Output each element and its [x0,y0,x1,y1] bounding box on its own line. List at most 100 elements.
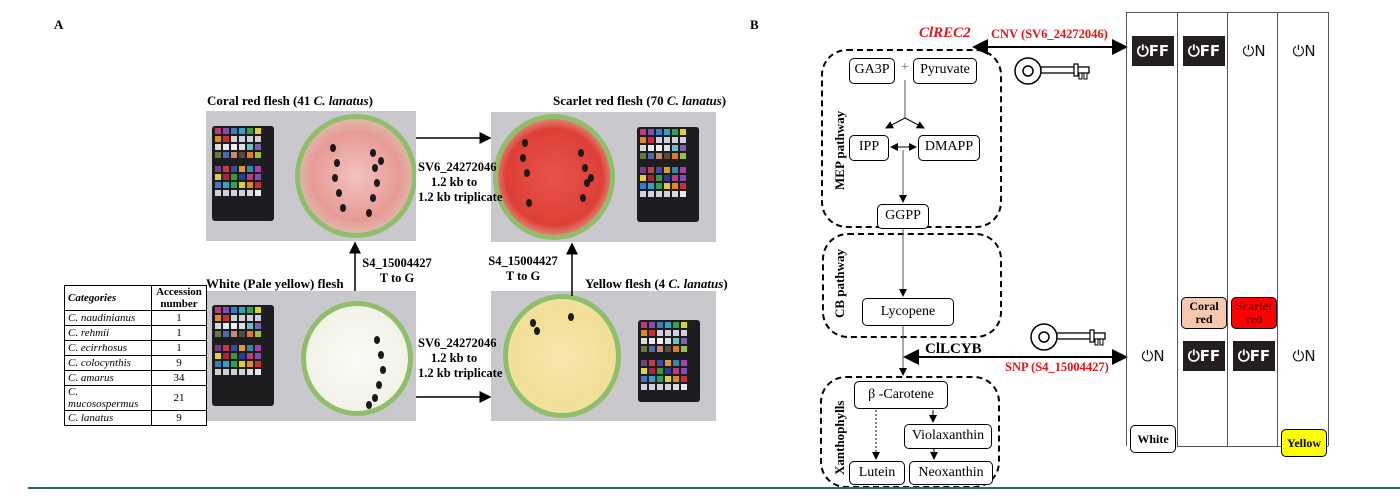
color-swatch [247,128,253,134]
color-swatch [681,360,687,366]
color-swatch [657,330,663,336]
seed [374,336,380,344]
color-swatch [247,345,253,351]
color-swatch [223,190,229,196]
color-swatch [649,322,655,328]
color-swatch [215,174,221,180]
swatch-row [641,338,697,344]
phenotype-badge-white: White [1130,425,1176,453]
color-swatch [231,361,237,367]
color-swatch [215,182,221,188]
color-swatch [656,153,662,159]
color-swatch [673,330,679,336]
caption-text: ) [721,93,727,108]
color-swatch [223,166,229,172]
watermelon-coral-flesh [295,114,416,238]
color-swatch [681,376,687,382]
cb-pathway-box [822,233,1002,338]
color-swatch [656,137,662,143]
column-divider [1227,12,1228,446]
power-icon: ⏻ [1292,42,1305,60]
color-swatch [231,369,237,375]
color-swatch [215,136,221,142]
power-icon: ⏻ [1136,42,1149,60]
color-checker-card [637,127,699,222]
seed [580,194,586,202]
note-line: T to G [379,271,415,285]
caption-text: Coral red flesh (41 [207,93,314,108]
watermelon-white-flesh [301,301,413,416]
color-checker-card [212,126,274,221]
plus-sign: + [901,60,909,75]
seed [524,169,530,177]
color-swatch [247,361,253,367]
accession-count-cell: 9 [151,355,207,371]
seed [522,139,528,147]
color-swatch [665,376,671,382]
switch-state: FF [1249,347,1271,365]
color-swatch [231,136,237,142]
color-swatch [641,338,647,344]
swatch-row [641,360,697,366]
color-swatch [215,144,221,150]
columns-bottom-border [1177,446,1328,447]
color-swatch [223,128,229,134]
swatch-row [641,384,697,390]
color-swatch [231,182,237,188]
node-lutein: Lutein [849,461,905,485]
note-line: SV6_24272046 [418,336,497,350]
color-swatch [648,153,654,159]
seed [332,174,338,182]
color-swatch [672,129,678,135]
caption-text: ) [723,276,728,291]
color-swatch [223,331,229,337]
color-swatch [656,191,662,197]
color-swatch [255,315,261,321]
color-swatch [215,331,221,337]
swatch-row [215,144,271,150]
panel-a-arrows [349,132,578,403]
coral-caption: Coral red flesh (41 C. lanatus) [207,93,373,109]
color-swatch [673,384,679,390]
color-swatch [640,145,646,151]
swatch-row [215,369,271,375]
swatch-row [215,361,271,367]
color-swatch [649,368,655,374]
color-swatch [231,345,237,351]
color-swatch [255,190,261,196]
color-swatch [673,360,679,366]
color-swatch [681,368,687,374]
swatch-row [215,345,271,351]
color-swatch [649,346,655,352]
seed [378,351,384,359]
power-icon: ⏻ [1237,347,1250,365]
color-swatch [247,152,253,158]
color-swatch [231,174,237,180]
color-swatch [223,315,229,321]
color-swatch [680,137,686,143]
color-swatch [657,322,663,328]
color-swatch [223,174,229,180]
color-swatch [664,183,670,189]
color-swatch [673,346,679,352]
caption-text: Yellow flesh (4 [585,276,669,291]
color-swatch [255,166,261,172]
power-icon: ⏻ [1187,42,1200,60]
note-line: T to G [505,269,541,283]
seed [376,381,382,389]
color-swatch [239,331,245,337]
swatch-row [215,190,271,196]
color-swatch [231,166,237,172]
note-line: 1.2 kb to [430,351,478,365]
color-swatch [648,191,654,197]
swatch-row [215,315,271,321]
note-line: 1.2 kb to [430,175,478,189]
seed [534,327,540,335]
color-swatch [215,166,221,172]
color-swatch [680,129,686,135]
switch-state: N [1304,42,1316,60]
color-swatch [649,384,655,390]
color-swatch [223,182,229,188]
power-icon: ⏻ [1292,347,1305,365]
